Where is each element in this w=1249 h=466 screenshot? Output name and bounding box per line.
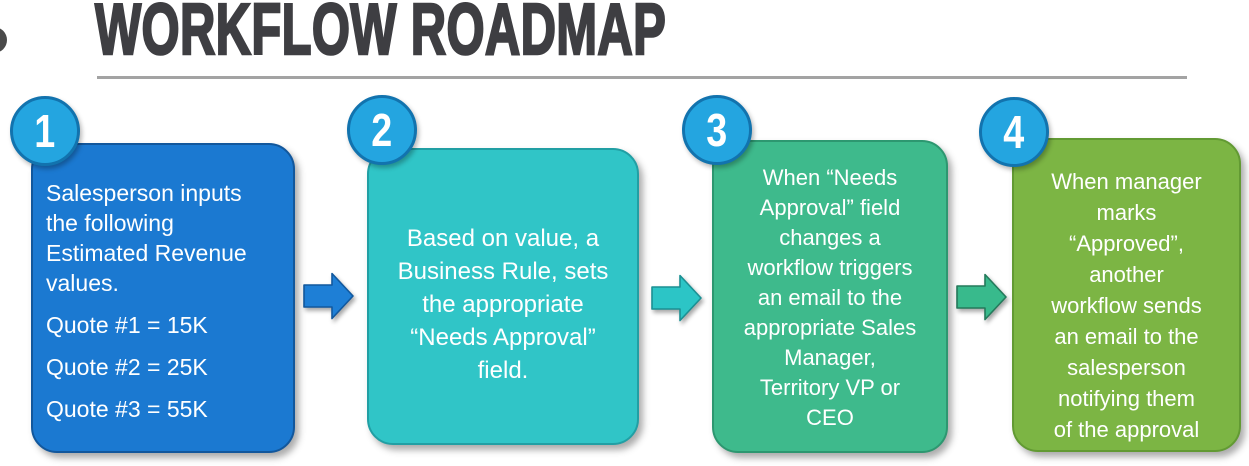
- title-divider-line: [97, 76, 1187, 79]
- card-text-line: appropriate Sales: [743, 315, 917, 340]
- flow-arrow-3: [956, 273, 1007, 321]
- card-text-line: workflow sends: [1051, 293, 1202, 318]
- step-card-3: When “Needs Approval” field changes a wo…: [712, 140, 948, 453]
- quote-value-line: Quote #1 = 15K: [46, 312, 208, 338]
- card-text-line: marks: [1096, 200, 1157, 225]
- card-text-line: changes a: [779, 225, 881, 250]
- card-text-line: an email to the: [1054, 324, 1199, 349]
- quote-value-line: Quote #2 = 25K: [46, 354, 208, 380]
- step-number-badge-2: 2: [347, 95, 417, 165]
- card-text-line: Business Rule, sets: [397, 258, 609, 285]
- step-number-badge-1: 1: [10, 96, 80, 166]
- arrow-shape: [303, 272, 354, 320]
- page-title: WORKFLOW ROADMAP: [94, 0, 667, 70]
- step-card-4: When manager marks “Approved”, another w…: [1012, 138, 1241, 452]
- card-text-line: values.: [46, 270, 119, 296]
- step-number-badge-3: 3: [682, 95, 752, 165]
- step-card-2: Based on value, a Business Rule, sets th…: [367, 148, 639, 445]
- card-text-line: the appropriate: [422, 291, 584, 318]
- card-text-line: When “Needs: [762, 165, 898, 190]
- step-card-1: Salesperson inputs the following Estimat…: [31, 143, 295, 453]
- card-text-line: notifying them: [1058, 386, 1195, 411]
- arrow-shape: [956, 273, 1007, 321]
- card-text-line: an email to the: [757, 285, 903, 310]
- clipped-corner-shape: [0, 27, 7, 53]
- card-text-line: “Approved”,: [1069, 231, 1184, 256]
- step-number: 2: [371, 104, 393, 156]
- flow-arrow-2: [651, 274, 702, 322]
- step-number: 3: [706, 104, 728, 156]
- card-text-line: field.: [477, 357, 529, 384]
- card-text-line: of the approval: [1053, 417, 1200, 442]
- flow-arrow-1: [303, 272, 354, 320]
- card-text-line: another: [1089, 262, 1164, 287]
- card-text-line: “Needs Approval”: [410, 324, 596, 351]
- card-text-line: Manager,: [784, 345, 876, 370]
- card-text-line: CEO: [806, 405, 854, 430]
- card-text-line: salesperson: [1067, 355, 1186, 380]
- card-text-line: Based on value, a: [406, 225, 600, 252]
- card-text-line: the following: [46, 210, 174, 236]
- card-text-line: Salesperson inputs: [46, 180, 242, 206]
- quote-value-line: Quote #3 = 55K: [46, 396, 208, 422]
- card-text-line: When manager: [1051, 169, 1202, 194]
- step-number-badge-4: 4: [979, 97, 1049, 167]
- card-text-line: Territory VP or: [759, 375, 901, 400]
- arrow-shape: [651, 274, 702, 322]
- card-text-line: Approval” field: [759, 195, 901, 220]
- step-number: 1: [34, 105, 56, 157]
- step-number: 4: [1003, 106, 1025, 158]
- card-text-line: workflow triggers: [747, 255, 913, 280]
- card-text-line: Estimated Revenue: [46, 240, 247, 266]
